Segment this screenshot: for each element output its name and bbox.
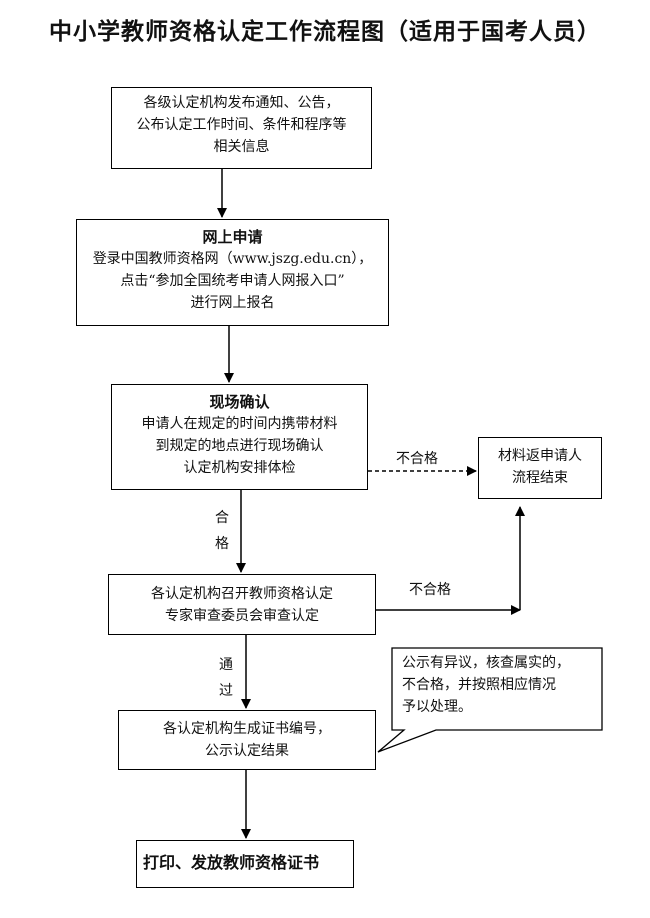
label-pass-char-1: 合 xyxy=(215,510,229,526)
step-certificate-number: 各认定机构生成证书编号， 公示认定结果 xyxy=(118,710,376,770)
step-online-apply: 网上申请 登录中国教师资格网（www.jszg.edu.cn）， 点击“参加全国… xyxy=(76,219,389,326)
step-online-line-3: 进行网上报名 xyxy=(190,295,275,311)
label-pass-char-2: 格 xyxy=(215,536,229,552)
step-review-line-1: 各认定机构召开教师资格认定 xyxy=(151,586,333,602)
step-certificate-line-2: 公示认定结果 xyxy=(205,743,289,759)
step-onsite-line-1: 申请人在规定的时间内携带材料 xyxy=(141,416,338,432)
step-online-heading: 网上申请 xyxy=(202,228,263,246)
label-through-char-1: 通 xyxy=(219,657,233,673)
page-title: 中小学教师资格认定工作流程图（适用于国考人员） xyxy=(49,19,601,45)
step-notice: 各级认定机构发布通知、公告， 公布认定工作时间、条件和程序等 相关信息 xyxy=(111,87,372,169)
callout-bubble xyxy=(377,647,603,753)
step-end-line-2: 流程结束 xyxy=(512,470,568,486)
label-through: 通 过 xyxy=(218,652,234,704)
step-end: 材料返申请人 流程结束 xyxy=(478,437,602,499)
callout-note: 公示有异议，核查属实的， 不合格，并按照相应情况 予以处理。 xyxy=(402,652,570,718)
callout-line-3: 予以处理。 xyxy=(402,699,472,715)
step-end-line-1: 材料返申请人 xyxy=(498,448,582,464)
step-expert-review: 各认定机构召开教师资格认定 专家审查委员会审查认定 xyxy=(108,574,376,635)
label-pass: 合 格 xyxy=(214,505,230,557)
step-issue-certificate: 打印、发放教师资格证书 xyxy=(136,840,354,888)
label-onsite-fail: 不合格 xyxy=(396,451,438,467)
label-through-char-2: 过 xyxy=(219,683,233,699)
step-online-line-1: 登录中国教师资格网（www.jszg.edu.cn）， xyxy=(92,251,373,267)
step-online-line-2: 点击“参加全国统考申请人网报入口” xyxy=(120,273,345,289)
step-onsite-line-3: 认定机构安排体检 xyxy=(183,460,296,476)
callout-line-2: 不合格，并按照相应情况 xyxy=(402,677,556,693)
label-review-fail: 不合格 xyxy=(409,582,451,598)
step-onsite-line-2: 到规定的地点进行现场确认 xyxy=(155,438,324,454)
step-certificate-line-1: 各认定机构生成证书编号， xyxy=(163,721,331,737)
step-onsite-heading: 现场确认 xyxy=(209,393,270,411)
step-review-line-2: 专家审查委员会审查认定 xyxy=(165,608,319,624)
step-notice-line-1: 各级认定机构发布通知、公告， xyxy=(143,95,340,111)
step-onsite-confirm: 现场确认 申请人在规定的时间内携带材料 到规定的地点进行现场确认 认定机构安排体… xyxy=(111,384,368,490)
step-notice-line-3: 相关信息 xyxy=(213,139,270,155)
callout-line-1: 公示有异议，核查属实的， xyxy=(402,655,570,671)
step-notice-line-2: 公布认定工作时间、条件和程序等 xyxy=(136,117,347,133)
